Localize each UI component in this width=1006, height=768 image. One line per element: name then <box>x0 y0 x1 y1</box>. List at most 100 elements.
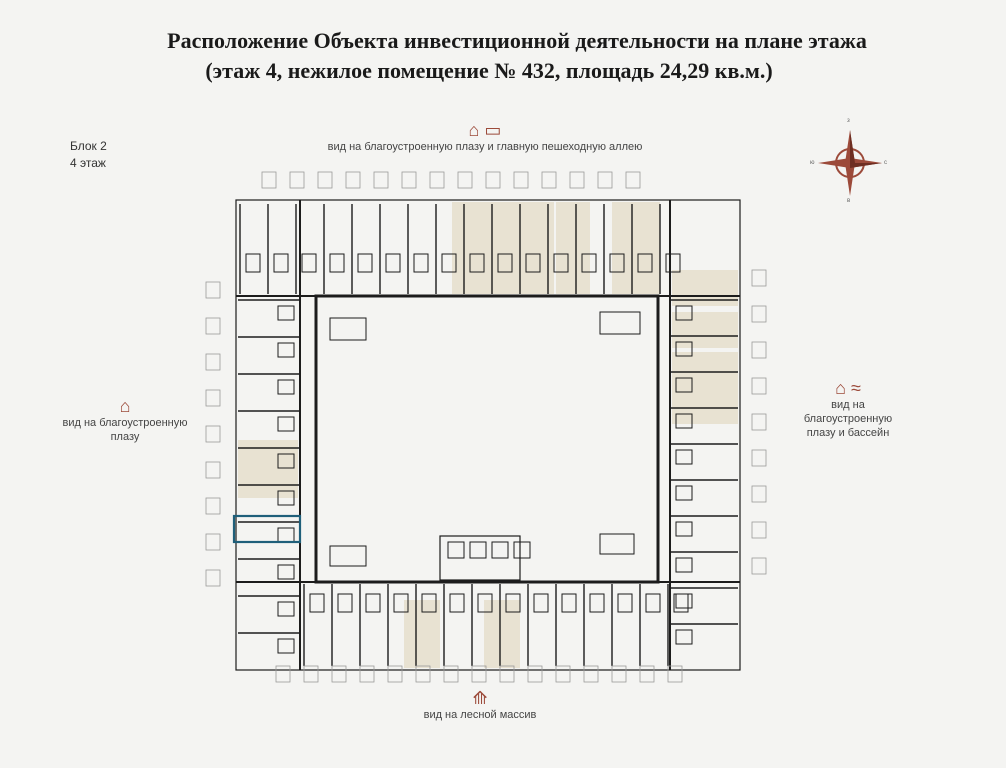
unit-tag <box>527 665 543 683</box>
unit-tag <box>611 665 627 683</box>
bathroom-block <box>675 377 693 393</box>
unit-tag <box>751 521 767 539</box>
unit-tag <box>751 449 767 467</box>
unit-tag <box>401 171 417 189</box>
bathroom-block <box>665 253 681 273</box>
elevator-shaft <box>469 541 487 559</box>
bathroom-block <box>277 490 295 506</box>
bathroom-block <box>469 253 485 273</box>
house-icon: ⌂ <box>119 396 131 416</box>
bathroom-block <box>357 253 373 273</box>
unit-tag <box>331 665 347 683</box>
bathroom-block <box>441 253 457 273</box>
stairwell <box>329 545 367 567</box>
bathroom-block <box>277 379 295 395</box>
unit-tag <box>597 171 613 189</box>
bathroom-block <box>675 449 693 465</box>
unit-tag <box>541 171 557 189</box>
unit-tag <box>373 171 389 189</box>
shaded-unit <box>238 478 298 498</box>
highlighted-unit-432 <box>232 514 302 544</box>
unit-tag <box>751 269 767 287</box>
bathroom-block <box>581 253 597 273</box>
unit-tag <box>359 665 375 683</box>
bathroom-block <box>617 593 633 613</box>
bathroom-block <box>675 413 693 429</box>
bathroom-block <box>675 521 693 537</box>
shaded-unit <box>452 202 486 294</box>
unit-tag <box>625 171 641 189</box>
shaded-unit <box>612 202 660 294</box>
unit-tag <box>275 665 291 683</box>
unit-tag <box>751 377 767 395</box>
block-floor: 4 этаж <box>70 156 106 170</box>
bathroom-block <box>675 557 693 573</box>
stairwell <box>599 311 641 335</box>
unit-tag <box>667 665 683 683</box>
unit-tag <box>443 665 459 683</box>
view-top-label: вид на благоустроенную плазу и главную п… <box>327 141 643 153</box>
compass-north-label: з <box>847 118 850 124</box>
bathroom-block <box>277 527 295 543</box>
unit-tag <box>555 665 571 683</box>
bathroom-block <box>277 305 295 321</box>
unit-tag <box>205 569 221 587</box>
bathroom-block <box>277 601 295 617</box>
unit-number-tags <box>205 171 767 683</box>
bathroom-block <box>277 342 295 358</box>
view-bottom: ⟰ вид на лесной массив <box>380 688 580 722</box>
stairwell <box>599 533 635 555</box>
bathroom-block <box>497 253 513 273</box>
bathroom-block <box>675 629 693 645</box>
unit-tag <box>303 665 319 683</box>
unit-tag <box>429 171 445 189</box>
bathroom-block <box>301 253 317 273</box>
unit-tag <box>499 665 515 683</box>
shaded-unit <box>556 202 590 294</box>
shaded-unit <box>520 202 554 294</box>
bathroom-block <box>329 253 345 273</box>
unit-tag <box>205 425 221 443</box>
view-bottom-label: вид на лесной массив <box>423 709 537 721</box>
bathroom-block <box>337 593 353 613</box>
unit-tag <box>415 665 431 683</box>
compass-rose-icon: з в ю с <box>810 118 890 213</box>
bathroom-block <box>309 593 325 613</box>
unit-tag <box>289 171 305 189</box>
bathroom-block <box>393 593 409 613</box>
unit-tag <box>317 171 333 189</box>
shaded-unit <box>486 202 520 294</box>
block-label: Блок 2 4 этаж <box>70 138 107 172</box>
unit-tag <box>457 171 473 189</box>
unit-tag <box>751 485 767 503</box>
bathroom-block <box>273 253 289 273</box>
elevator-shaft <box>447 541 465 559</box>
unit-tag <box>205 389 221 407</box>
house-and-waves-icon: ⌂ ≈ <box>835 378 861 398</box>
compass-west-label: ю <box>810 160 815 166</box>
stairwell <box>329 317 367 341</box>
shaded-unit <box>238 440 298 480</box>
compass-south-label: в <box>847 198 851 204</box>
bathroom-block <box>385 253 401 273</box>
unit-tag <box>751 305 767 323</box>
bathroom-block <box>637 253 653 273</box>
bathroom-block <box>421 593 437 613</box>
shaded-unit <box>672 312 738 348</box>
elevator-shaft <box>513 541 531 559</box>
unit-tag <box>751 341 767 359</box>
document-title: Расположение Объекта инвестиционной деят… <box>167 28 867 53</box>
bathroom-block <box>505 593 521 613</box>
bathroom-block <box>277 453 295 469</box>
view-left-label: вид на благоустроенную плазу <box>62 417 188 443</box>
unit-tag <box>205 317 221 335</box>
unit-tag <box>205 497 221 515</box>
building-outline <box>235 199 741 671</box>
bathroom-block <box>675 341 693 357</box>
unit-tag <box>485 171 501 189</box>
unit-tag <box>387 665 403 683</box>
bathroom-block <box>525 253 541 273</box>
view-top: ⌂ ▭ вид на благоустроенную плазу и главн… <box>300 120 670 154</box>
bathroom-block <box>413 253 429 273</box>
